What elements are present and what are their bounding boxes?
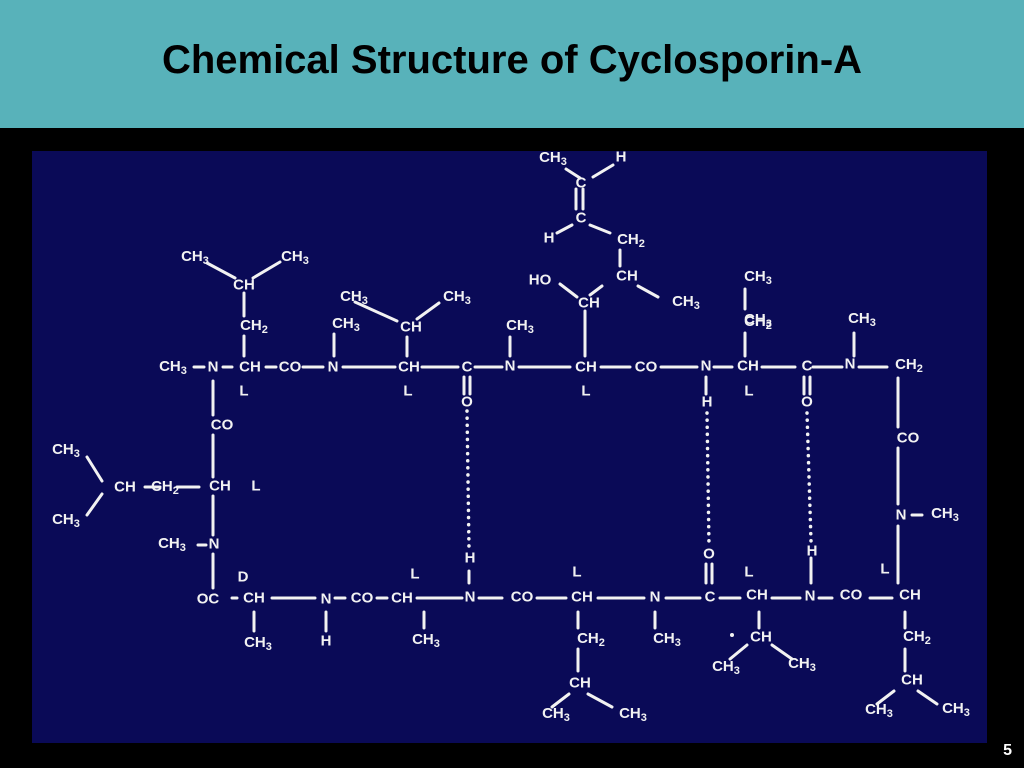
atom-label: CH2 bbox=[240, 317, 268, 336]
atom-label: N bbox=[207, 358, 219, 376]
atom-label: L bbox=[581, 382, 591, 400]
atom-label: CH3 bbox=[443, 288, 471, 307]
slide-title: Chemical Structure of Cyclosporin-A bbox=[161, 37, 863, 82]
atom-label: N bbox=[320, 590, 332, 608]
structure-panel: CH3 H C C H CH2 HO CH CH CH3 CH3 CH3 CH … bbox=[32, 148, 987, 743]
atom-label: CH3 bbox=[712, 658, 740, 677]
atom-label: N bbox=[700, 357, 712, 375]
atom-label: CH2 bbox=[151, 478, 179, 497]
atom-label: CH2 bbox=[577, 630, 605, 649]
atom-label: CH3 bbox=[865, 701, 893, 720]
atom-label: CH bbox=[243, 589, 265, 607]
atom-label: CH bbox=[901, 671, 923, 689]
atom-label: CH bbox=[578, 294, 600, 312]
atom-label: CH3 bbox=[931, 505, 959, 524]
atom-label: C bbox=[575, 174, 587, 192]
atom-label: CH3 bbox=[848, 310, 876, 329]
atom-label: L bbox=[410, 565, 420, 583]
atom-label: N bbox=[504, 357, 516, 375]
atom-label: CO bbox=[634, 358, 658, 376]
atom-label: OC bbox=[196, 590, 220, 608]
atom-label: C bbox=[575, 209, 587, 227]
atom-label: D bbox=[237, 568, 249, 586]
atom-label: N bbox=[895, 506, 907, 524]
page-number: 5 bbox=[1003, 742, 1012, 759]
atom-label: H bbox=[615, 148, 627, 166]
atom-label: CH bbox=[737, 357, 759, 375]
atom-label: CH3 bbox=[244, 634, 272, 653]
atom-label: CO bbox=[839, 586, 863, 604]
atom-label: CH3 bbox=[181, 248, 209, 267]
atom-label: CH3 bbox=[672, 293, 700, 312]
atom-label: L bbox=[744, 382, 754, 400]
atom-label: CH bbox=[114, 478, 136, 496]
atom-label: CH3 bbox=[539, 149, 567, 168]
atom-label: CO bbox=[210, 416, 234, 434]
atom-label: CH bbox=[899, 586, 921, 604]
atom-label: CH bbox=[569, 674, 591, 692]
atom-label: N bbox=[464, 588, 476, 606]
atom-label: N bbox=[208, 535, 220, 553]
atom-label: CH bbox=[746, 586, 768, 604]
atom-label: CH bbox=[398, 358, 420, 376]
atom-label: CH bbox=[209, 477, 231, 495]
atom-label: CH2 bbox=[744, 313, 772, 332]
atom-label: CH3 bbox=[744, 268, 772, 287]
title-bar: Chemical Structure of Cyclosporin-A bbox=[0, 0, 1024, 128]
atom-label: C bbox=[801, 357, 813, 375]
atom-label: H bbox=[464, 549, 476, 567]
atom-label: CO bbox=[510, 588, 534, 606]
atom-label: L bbox=[251, 477, 261, 495]
atom-label: N bbox=[649, 588, 661, 606]
atom-label: CH2 bbox=[903, 628, 931, 647]
atom-label: H bbox=[320, 632, 332, 650]
atom-label: CH bbox=[750, 628, 772, 646]
atom-label: CO bbox=[350, 589, 374, 607]
atom-label: N bbox=[844, 355, 856, 373]
atom-label: CH bbox=[575, 358, 597, 376]
atom-label: C bbox=[461, 358, 473, 376]
bond-lines bbox=[85, 163, 939, 709]
atom-label: CH2 bbox=[617, 231, 645, 250]
atom-label: H bbox=[543, 229, 555, 247]
atom-label: CH bbox=[239, 358, 261, 376]
atom-label: CH3 bbox=[332, 315, 360, 334]
atom-label: C bbox=[704, 588, 716, 606]
atom-label: CH3 bbox=[744, 311, 772, 330]
atom-label: CH bbox=[391, 589, 413, 607]
atom-label: CH3 bbox=[619, 705, 647, 724]
atom-label: L bbox=[880, 560, 890, 578]
atom-label: O bbox=[703, 545, 715, 563]
atom-label: CO bbox=[896, 429, 920, 447]
atom-label: L bbox=[403, 382, 413, 400]
atom-label: CH3 bbox=[942, 700, 970, 719]
atom-label: O bbox=[461, 393, 473, 411]
atom-label: CH3 bbox=[340, 288, 368, 307]
atom-label: N bbox=[327, 358, 339, 376]
atom-label: CO bbox=[278, 358, 302, 376]
atom-label: CH3 bbox=[52, 441, 80, 460]
atom-label: H bbox=[806, 542, 818, 560]
atom-label: CH3 bbox=[281, 248, 309, 267]
atom-label: CH3 bbox=[159, 358, 187, 377]
atom-label: CH3 bbox=[653, 630, 681, 649]
atom-label: L bbox=[744, 563, 754, 581]
atom-label: CH bbox=[571, 588, 593, 606]
atom-label: CH3 bbox=[788, 655, 816, 674]
atom-label: CH3 bbox=[506, 317, 534, 336]
atom-label: CH3 bbox=[52, 511, 80, 530]
atom-label: CH3 bbox=[158, 535, 186, 554]
atom-label: CH3 bbox=[412, 631, 440, 650]
atom-label: CH bbox=[233, 276, 255, 294]
atom-label: L bbox=[239, 382, 249, 400]
atom-label: H bbox=[701, 393, 713, 411]
atom-label: L bbox=[572, 563, 582, 581]
atom-label: CH3 bbox=[542, 705, 570, 724]
atom-label: CH bbox=[400, 318, 422, 336]
atom-label: CH2 bbox=[895, 356, 923, 375]
atom-label: HO bbox=[528, 271, 552, 289]
atom-label: CH bbox=[616, 267, 638, 285]
atom-label: O bbox=[801, 393, 813, 411]
atom-label: N bbox=[804, 587, 816, 605]
